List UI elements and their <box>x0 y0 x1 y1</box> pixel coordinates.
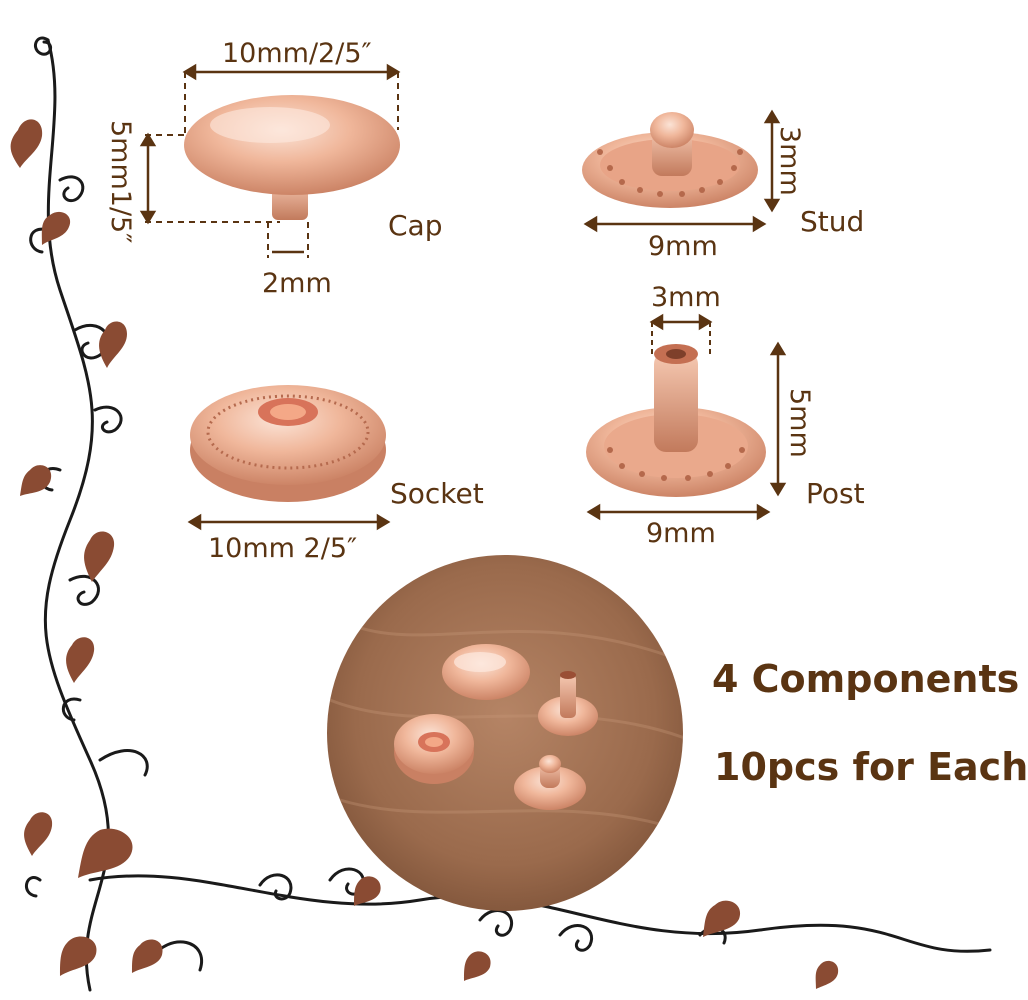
cap-label: Cap <box>388 209 443 242</box>
post-component <box>586 313 787 521</box>
quantity-text: 10pcs for Each <box>714 745 1028 789</box>
heart-icon <box>815 960 839 989</box>
components-count-text: 4 Components <box>712 657 1020 701</box>
socket-label: Socket <box>390 477 484 510</box>
cap-post-label: 2mm <box>262 268 332 299</box>
heart-icon <box>78 828 133 878</box>
heart-icon <box>66 637 95 683</box>
stud-label: Stud <box>800 205 865 238</box>
stud-width-label: 9mm <box>648 231 718 262</box>
post-label: Post <box>806 477 865 510</box>
heart-icon <box>464 951 491 981</box>
heart-icon <box>24 812 53 856</box>
stud-component <box>582 109 781 233</box>
post-top-width-label: 3mm <box>651 282 721 313</box>
heart-icon <box>20 465 52 496</box>
heart-icon <box>354 876 381 906</box>
socket-diameter-label: 10mm 2/5″ <box>208 533 358 564</box>
heart-icon <box>10 119 43 168</box>
heart-icon <box>41 211 71 245</box>
assembled-parts-photo <box>327 555 683 911</box>
vine-border-ornament <box>10 36 992 992</box>
cap-diameter-label: 10mm/2/5″ <box>222 38 372 69</box>
post-width-label: 9mm <box>646 518 716 549</box>
heart-icon <box>132 939 163 973</box>
heart-icon <box>703 900 741 937</box>
product-infographic: 10mm/2/5″ 5mm1/5″ 2mm Cap 3mm 9mm Stud <box>10 36 1028 992</box>
heart-icon <box>99 321 127 368</box>
cap-component <box>139 63 401 258</box>
socket-component <box>187 385 391 531</box>
heart-icon <box>60 936 97 976</box>
heart-icon <box>84 531 115 582</box>
